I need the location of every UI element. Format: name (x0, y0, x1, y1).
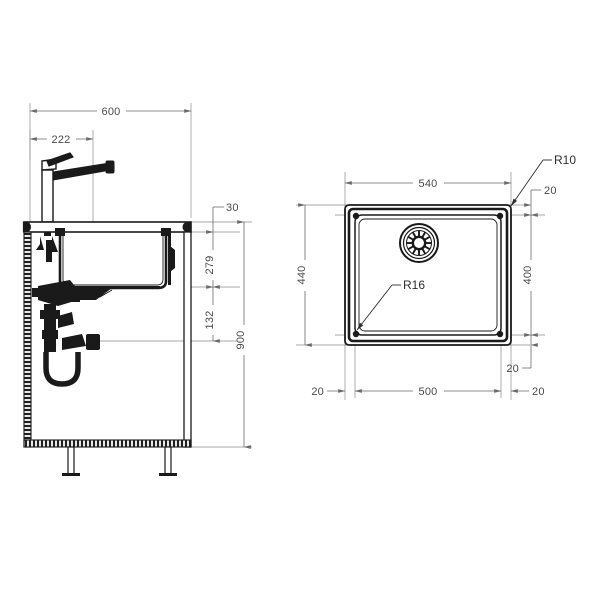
bowl-left-clip (55, 228, 65, 236)
corner-radius-marks (352, 212, 504, 338)
cabinet-foot-right (159, 473, 177, 476)
cabinet-bottom-panel (23, 439, 192, 448)
dimension-222-label: 222 (52, 134, 71, 146)
side-section-view: 600 222 30 279 132 (22, 103, 252, 476)
dimension-279: 279 (204, 230, 220, 289)
faucet-body (41, 169, 54, 223)
worktop-right-nose (182, 222, 192, 232)
faucet-aerator (105, 160, 115, 174)
cabinet-leg-left (67, 446, 75, 476)
supply-riser (46, 240, 52, 262)
tailpipe-collar-a (40, 310, 60, 319)
dimension-500: 500 (354, 384, 502, 398)
top-plan-view: 540 500 20 20 440 400 (296, 153, 576, 400)
radius-r16-label: R16 (403, 278, 425, 292)
dimension-900: 900 (235, 220, 251, 449)
cabinet-left-wall (23, 231, 32, 448)
plumbing-assembly (32, 236, 191, 387)
dimension-20-top-label: 20 (544, 185, 557, 197)
outlet-connector (86, 334, 100, 350)
dimension-20-bottom: 20 (506, 333, 538, 375)
cabinet-leg-right (164, 446, 172, 476)
drain-outlet (399, 223, 439, 263)
bowl-outline (58, 233, 168, 290)
dimension-540-label: 540 (419, 178, 438, 190)
dimension-540: 540 (344, 176, 512, 190)
faucet-lever (46, 152, 74, 167)
dimension-20-left-label: 20 (311, 386, 324, 398)
dimension-440-label: 440 (296, 266, 308, 285)
cabinet-legs (62, 446, 177, 476)
dimension-600: 600 (29, 104, 192, 118)
bowl-waste-funnel (63, 286, 160, 300)
radius-r10-label: R10 (554, 153, 576, 167)
dimension-20-left: 20 (311, 386, 346, 398)
dimension-20-bottom-label: 20 (506, 363, 519, 375)
dimension-400-label: 400 (522, 266, 534, 285)
waste-branch (58, 312, 74, 328)
valve-left-port (32, 288, 44, 297)
dimension-30-label: 30 (226, 202, 239, 214)
cabinet-right-wall (183, 231, 192, 448)
valve-right-port (66, 292, 80, 302)
cabinet-carcass (23, 231, 192, 476)
dimension-440: 440 (296, 203, 312, 347)
sink-plan-outline (344, 204, 512, 346)
dimension-20-right-label: 20 (532, 386, 545, 398)
dimension-600-label: 600 (102, 106, 121, 118)
dimension-400: 400 (522, 213, 538, 337)
p-trap (43, 352, 81, 387)
worktop-left-nose (23, 222, 31, 232)
bowl-right-clip (161, 228, 171, 236)
bowl-right-flange (168, 233, 171, 285)
dimension-132-label: 132 (204, 311, 216, 330)
radius-callout-r16: R16 (356, 278, 425, 331)
bowl-bracket (170, 246, 175, 272)
radius-callout-r10: R10 (510, 153, 576, 207)
dimension-900-label: 900 (235, 331, 247, 350)
drain-radial-slots (406, 230, 432, 256)
faucet-assembly (41, 152, 115, 236)
dimension-279-label: 279 (204, 256, 216, 275)
worktop (22, 221, 192, 233)
dimension-132: 132 (204, 285, 220, 343)
dimension-20-top: 20 (524, 185, 557, 217)
dimension-20-right: 20 (510, 386, 545, 398)
outlet-elbow (62, 334, 86, 350)
dimension-222: 222 (29, 132, 94, 146)
sink-bowl-base (358, 218, 498, 332)
tailpipe-collar-b (42, 330, 58, 339)
cabinet-foot-left (62, 473, 80, 476)
dimension-500-label: 500 (419, 386, 438, 398)
drain-centre-hole (411, 235, 427, 251)
supply-stub-a (36, 236, 44, 250)
